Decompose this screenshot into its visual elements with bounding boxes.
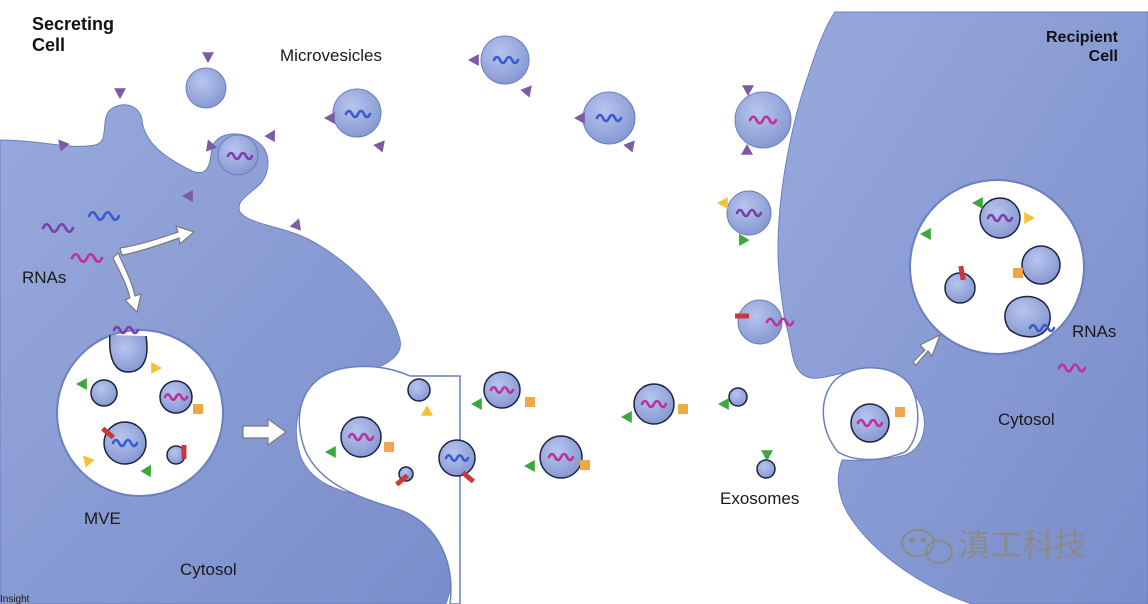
receptor-marker: [735, 313, 749, 319]
fusing-exosome: [1004, 295, 1051, 338]
rnas-label-left: RNAs: [22, 268, 66, 287]
arrow-to-endosome: [912, 333, 942, 366]
rna-strand: [1028, 323, 1056, 333]
rna-strand: [87, 210, 121, 222]
microvesicles-group: [217, 35, 792, 236]
receptor-marker: [384, 442, 394, 452]
receptor-marker: [520, 85, 532, 98]
microvesicles-label: Microvesicles: [280, 46, 382, 65]
microvesicle: [185, 67, 227, 109]
docking-vesicle: [737, 299, 783, 345]
receptor-marker: [739, 233, 750, 247]
arrow-to-fusion: [242, 417, 288, 447]
receptor-marker: [958, 265, 966, 281]
arrow-to-mve: [112, 251, 142, 314]
rna-strand: [547, 452, 575, 462]
secreting-cell-body: [0, 104, 454, 604]
receptor-marker: [206, 139, 218, 152]
rna-strand: [41, 222, 75, 234]
rna-strand: [344, 109, 372, 119]
rna-strand: [856, 418, 884, 428]
recipient-cell-label-line2: Cell: [1089, 48, 1118, 65]
receptor-marker: [151, 362, 162, 374]
rna-strand: [489, 385, 515, 395]
receptor-marker: [920, 228, 931, 240]
receptor-marker: [621, 411, 632, 423]
receptor-marker: [324, 112, 335, 124]
receptor-marker: [525, 397, 535, 407]
receptor-marker: [114, 88, 126, 99]
receptor-marker: [580, 460, 590, 470]
receptor-marker: [718, 398, 729, 410]
receptor-marker: [741, 144, 753, 155]
rna-strand: [748, 115, 778, 125]
receptor-marker: [574, 112, 585, 124]
receptor-marker: [471, 398, 482, 410]
receptor-marker: [76, 378, 87, 390]
receptor-marker: [395, 473, 409, 487]
rna-strand: [1057, 363, 1087, 373]
receptor-marker: [678, 404, 688, 414]
watermark-text: 滇工科技: [958, 526, 1086, 564]
receptor-marker: [373, 140, 385, 153]
surface-receptors: [58, 52, 1035, 487]
rna-strand: [492, 55, 520, 65]
arrows: [112, 225, 942, 447]
secreting-cell-label-line1: Secreting: [32, 14, 114, 34]
exosomes-label: Exosomes: [720, 489, 799, 508]
receptor-marker: [264, 129, 275, 143]
receptor-marker: [742, 85, 754, 96]
receptor-marker: [461, 470, 475, 484]
rna-strand: [112, 325, 140, 335]
rna-squiggles: [41, 55, 1087, 463]
receptor-marker: [289, 218, 301, 231]
receptor-marker: [761, 450, 773, 461]
receptor-marker: [325, 446, 336, 458]
receptor-marker: [421, 405, 433, 416]
receptor-marker: [972, 197, 983, 209]
receptor-marker: [895, 407, 905, 417]
rna-strand: [986, 213, 1014, 223]
receptor-marker: [101, 426, 115, 440]
rna-strand: [347, 432, 375, 442]
receptor-marker: [1013, 268, 1023, 278]
fusion-pocket-left: [298, 365, 461, 604]
rna-strand: [735, 208, 763, 218]
wechat-icon: [901, 529, 953, 564]
rna-strand: [111, 438, 139, 448]
rna-strand: [765, 317, 795, 327]
receptor-marker: [623, 140, 635, 153]
receptor-marker: [1024, 212, 1035, 224]
cytosol-label-left: Cytosol: [180, 560, 237, 579]
receptor-marker: [181, 445, 187, 459]
rna-strand: [640, 399, 668, 409]
receptor-marker: [182, 190, 193, 202]
cytosol-label-right: Cytosol: [998, 410, 1055, 429]
mve-budding-vesicle: [108, 334, 148, 373]
receptor-marker: [717, 197, 728, 209]
rna-strand: [444, 453, 470, 463]
receptor-marker: [524, 460, 535, 472]
mve-label: MVE: [84, 509, 121, 528]
rnas-label-right: RNAs: [1072, 322, 1116, 341]
rna-strand: [163, 392, 189, 402]
receptor-marker: [468, 54, 479, 66]
rna-strand: [595, 113, 623, 123]
secreting-cell-label-line2: Cell: [32, 35, 65, 55]
receptor-marker: [202, 52, 214, 63]
rna-strand: [70, 252, 104, 264]
arrow-to-microvesicle: [119, 225, 196, 256]
recipient-cell-label-line1: Recipient: [1046, 29, 1119, 46]
receptor-marker: [58, 139, 70, 152]
receptor-marker: [83, 455, 95, 468]
corner-text: Insight: [0, 594, 30, 604]
rna-strand: [226, 151, 254, 161]
receptor-marker: [193, 404, 203, 414]
receptor-marker: [140, 464, 151, 478]
